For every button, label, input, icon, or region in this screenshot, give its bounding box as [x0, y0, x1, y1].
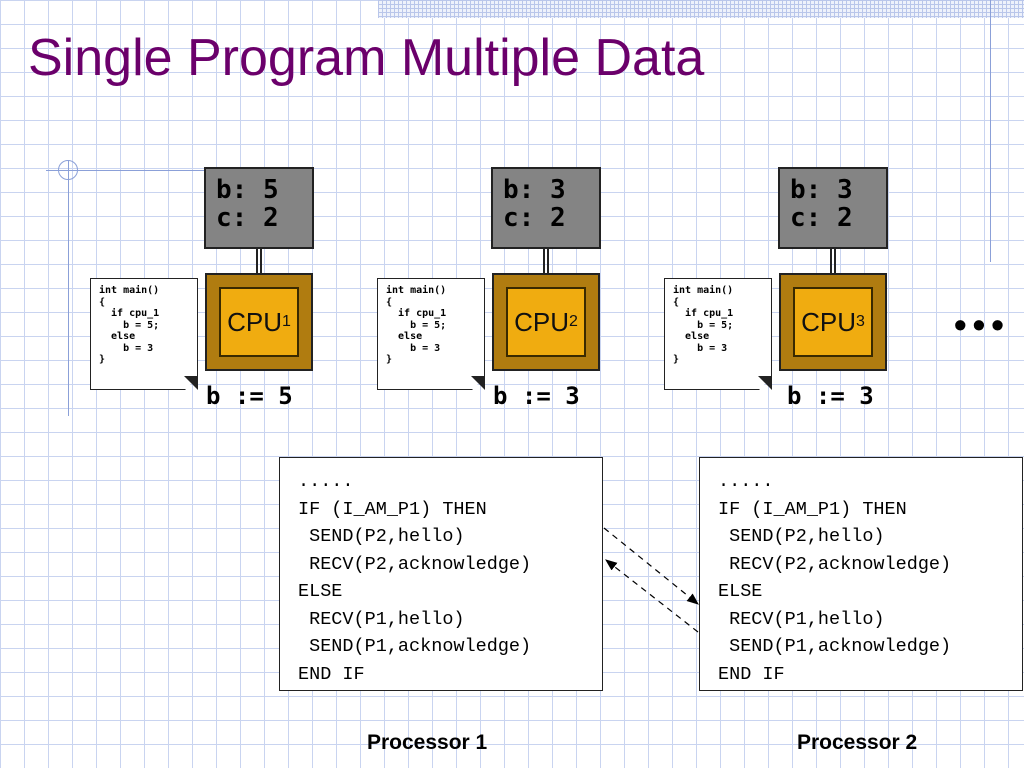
cpu-index: 3 [856, 313, 865, 330]
code-block-processor-1: ..... IF (I_AM_P1) THEN SEND(P2,hello) R… [279, 457, 603, 691]
code-line: SEND(P2,hello) [298, 526, 465, 547]
code-line: RECV(P1,hello) [718, 608, 885, 630]
memory-box-2: b: 3 c: 2 [491, 167, 601, 249]
code-line: IF (I_AM_P1) THEN [298, 498, 487, 520]
slide-title: Single Program Multiple Data [28, 29, 705, 87]
decorative-line [68, 160, 69, 416]
bus-link [830, 249, 836, 273]
decorative-circle [58, 160, 78, 180]
memory-c-value: c: 2 [216, 203, 279, 233]
code-line: RECV(P1,hello) [298, 608, 465, 630]
send-acknowledge-arrow [605, 559, 699, 633]
bus-link [256, 249, 262, 273]
send-hello-arrow [603, 527, 699, 605]
memory-box-3: b: 3 c: 2 [778, 167, 888, 249]
memory-c-value: c: 2 [790, 203, 853, 233]
top-pattern-band [378, 0, 1024, 18]
page-fold-icon [471, 376, 485, 390]
bus-link [543, 249, 549, 273]
cpu-index: 1 [282, 313, 291, 330]
assignment-2: b := 3 [493, 382, 580, 410]
cpu-name: CPU [514, 306, 569, 337]
code-line: SEND(P2,hello) [718, 526, 885, 547]
decorative-line [46, 170, 206, 171]
code-line: ELSE [718, 581, 763, 602]
program-listing: int main() { if cpu_1 b = 5; else b = 3 … [386, 285, 447, 365]
assignment-3: b := 3 [787, 382, 874, 410]
assignment-1: b := 5 [206, 382, 293, 410]
memory-c-value: c: 2 [503, 203, 566, 233]
memory-b-value: b: 3 [790, 175, 853, 205]
code-line: RECV(P2,acknowledge) [298, 553, 532, 575]
program-listing: int main() { if cpu_1 b = 5; else b = 3 … [99, 285, 160, 365]
memory-b-value: b: 3 [503, 175, 566, 205]
decorative-line [990, 0, 991, 262]
code-block-processor-2: ..... IF (I_AM_P1) THEN SEND(P2,hello) R… [699, 457, 1023, 691]
program-listing: int main() { if cpu_1 b = 5; else b = 3 … [673, 285, 734, 365]
page-fold-icon [758, 376, 772, 390]
ellipsis-more-processors: ••• [954, 304, 1010, 345]
code-line: ELSE [298, 581, 343, 602]
caption-processor-2: Processor 2 [797, 731, 918, 754]
code-line: SEND(P1,acknowledge) [298, 636, 532, 657]
caption-processor-1: Processor 1 [367, 731, 488, 754]
program-document-1: int main() { if cpu_1 b = 5; else b = 3 … [90, 278, 198, 390]
cpu-index: 2 [569, 313, 578, 330]
code-line: ..... [298, 471, 354, 492]
memory-box-1: b: 5 c: 2 [204, 167, 314, 249]
memory-b-value: b: 5 [216, 175, 279, 205]
cpu-name: CPU [801, 306, 856, 337]
program-document-2: int main() { if cpu_1 b = 5; else b = 3 … [377, 278, 485, 390]
code-line: RECV(P2,acknowledge) [718, 553, 952, 575]
code-line: ..... [718, 471, 774, 492]
code-line: IF (I_AM_P1) THEN [718, 498, 907, 520]
code-line: END IF [718, 663, 785, 685]
program-document-3: int main() { if cpu_1 b = 5; else b = 3 … [664, 278, 772, 390]
code-line: SEND(P1,acknowledge) [718, 636, 952, 657]
page-fold-icon [184, 376, 198, 390]
code-line: END IF [298, 663, 365, 685]
cpu-name: CPU [227, 306, 282, 337]
